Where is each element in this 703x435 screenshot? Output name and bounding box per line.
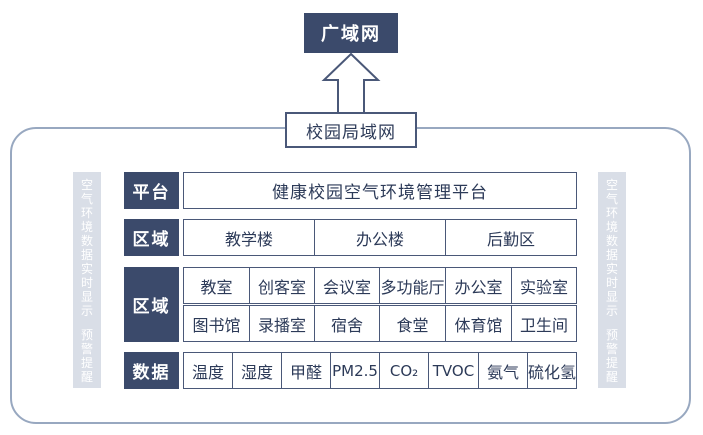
- room-cell: 录播室: [249, 305, 315, 342]
- left-side-panel: 空气环境数据实时显示 预警提醒: [73, 172, 101, 388]
- room-cell: 实验室: [511, 267, 577, 304]
- room-cell: 多功能厅: [379, 267, 446, 304]
- data-cell: 温度: [183, 352, 233, 389]
- data-cell: TVOC: [428, 352, 479, 389]
- room-cell: 宿舍: [314, 305, 380, 342]
- room-cell: 教室: [183, 267, 250, 304]
- room-cell: 卫生间: [511, 305, 577, 342]
- uplink-arrow-icon: [321, 52, 381, 115]
- data-cell: CO₂: [379, 352, 429, 389]
- left-side-text-1: 空气环境数据实时显示: [80, 178, 93, 318]
- data-cell: 硫化氢: [527, 352, 577, 389]
- platform-row-label: 平台: [124, 172, 179, 209]
- wan-box: 广域网: [304, 13, 398, 53]
- data-cell: 氨气: [478, 352, 528, 389]
- room-cell: 创客室: [249, 267, 315, 304]
- data-row-label: 数据: [124, 352, 179, 389]
- right-side-text-2: 预警提醒: [605, 328, 618, 384]
- data-cell: PM2.5: [330, 352, 380, 389]
- zone-cell: 教学楼: [183, 219, 315, 256]
- data-cell: 甲醛: [281, 352, 331, 389]
- room-row-label: 区域: [124, 267, 179, 342]
- right-side-text-1: 空气环境数据实时显示: [605, 178, 618, 318]
- zone-cell: 办公楼: [314, 219, 446, 256]
- zone-cell: 后勤区: [445, 219, 577, 256]
- data-cell: 湿度: [232, 352, 282, 389]
- zone-row-label: 区域: [124, 219, 179, 256]
- room-cell: 办公室: [445, 267, 512, 304]
- right-side-panel: 空气环境数据实时显示 预警提醒: [598, 172, 626, 388]
- room-cell: 体育馆: [445, 305, 512, 342]
- room-cell: 图书馆: [183, 305, 250, 342]
- left-side-text-2: 预警提醒: [80, 328, 93, 384]
- platform-name-cell: 健康校园空气环境管理平台: [183, 172, 577, 209]
- room-cell: 会议室: [314, 267, 380, 304]
- campus-lan-label: 校园局域网: [285, 112, 417, 148]
- room-cell: 食堂: [379, 305, 446, 342]
